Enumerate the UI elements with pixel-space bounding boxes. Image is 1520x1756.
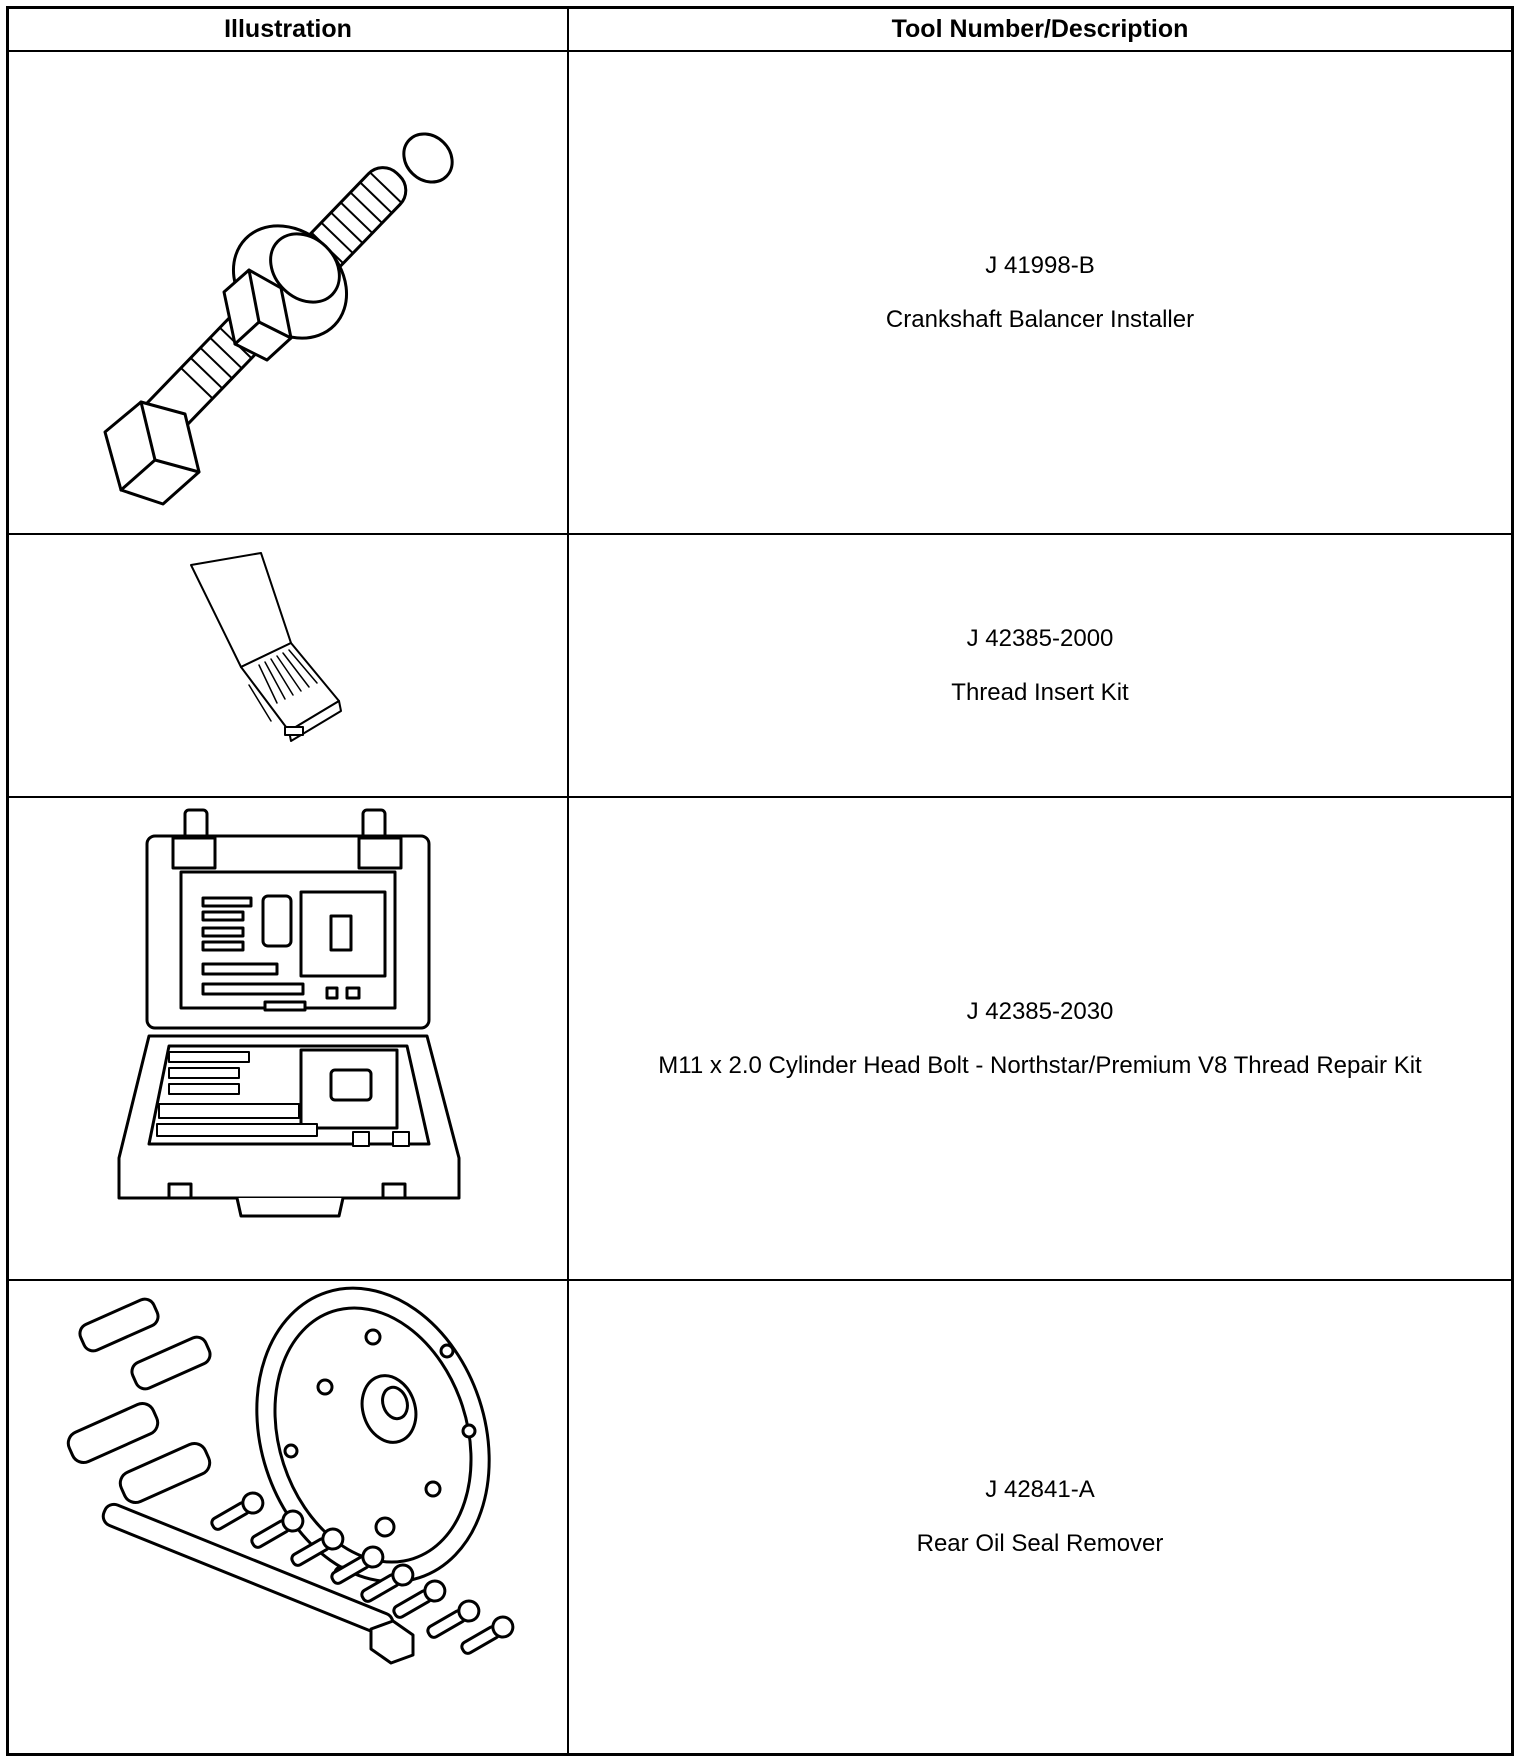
tool-description: Rear Oil Seal Remover	[916, 1530, 1164, 1557]
thread-repair-kit-case-icon	[117, 808, 461, 1218]
table-row: J 41998-B Crankshaft Balancer Installer	[9, 52, 1511, 535]
tool-number: J 41998-B	[985, 251, 1095, 279]
header-illustration: Illustration	[9, 9, 569, 50]
thread-insert-kit-icon	[190, 552, 342, 742]
rear-oil-seal-remover-icon	[66, 1286, 515, 1665]
illustration-cell	[9, 798, 569, 1279]
tool-description-cell: J 41998-B Crankshaft Balancer Installer	[569, 52, 1511, 533]
tool-number: J 42841-A	[985, 1476, 1095, 1503]
tool-number: J 42385-2000	[966, 624, 1114, 652]
table-header-row: Illustration Tool Number/Description	[9, 9, 1511, 52]
table-row: J 42385-2000 Thread Insert Kit	[9, 535, 1511, 798]
tool-table: Illustration Tool Number/Description	[6, 6, 1514, 1756]
tool-description: M11 x 2.0 Cylinder Head Bolt - Northstar…	[658, 1051, 1422, 1079]
tool-number: J 42385-2030	[966, 997, 1114, 1025]
crankshaft-balancer-installer-icon	[103, 132, 454, 506]
illustration-cell	[9, 1281, 569, 1753]
header-tool-description: Tool Number/Description	[891, 15, 1189, 43]
table-row: J 42385-2030 M11 x 2.0 Cylinder Head Bol…	[9, 798, 1511, 1281]
table-row: J 42841-A Rear Oil Seal Remover	[9, 1281, 1511, 1753]
illustration-cell	[9, 52, 569, 533]
tool-description-cell: J 42385-2030 M11 x 2.0 Cylinder Head Bol…	[569, 798, 1511, 1279]
tool-description-cell: J 42385-2000 Thread Insert Kit	[569, 535, 1511, 796]
tool-description-cell: J 42841-A Rear Oil Seal Remover	[569, 1281, 1511, 1753]
illustration-cell	[9, 535, 569, 796]
tool-description: Crankshaft Balancer Installer	[885, 305, 1195, 333]
tool-description: Thread Insert Kit	[951, 678, 1129, 706]
